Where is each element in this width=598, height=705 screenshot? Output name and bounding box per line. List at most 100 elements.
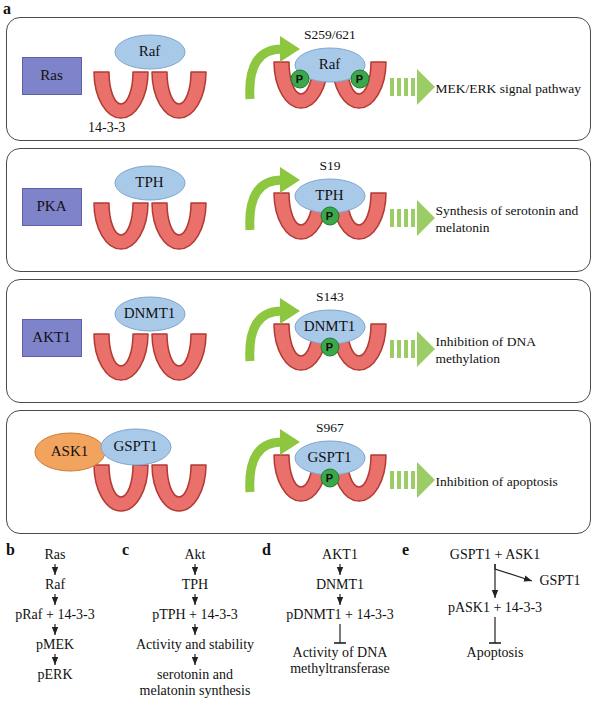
protein-shape: [115, 166, 185, 200]
flow-arrow: [194, 564, 195, 575]
flow-step: Ras: [5, 547, 105, 563]
step-text: Akt: [120, 547, 270, 563]
step-text: pTPH + 14-3-3: [120, 607, 270, 623]
text-holder: P: [320, 206, 340, 226]
text-holder: Raf: [5, 577, 105, 593]
flow-arrow: [194, 594, 195, 605]
kinase-name: PKA: [36, 198, 66, 215]
text-holder: Inhibition of DNA methylation: [436, 325, 584, 375]
flow-step: pTPH + 14-3-3: [120, 607, 270, 623]
protein-name: DNMT1: [124, 305, 176, 322]
protein-name: TPH: [315, 187, 343, 204]
protein-ellipse: TPH: [114, 165, 186, 201]
text-holder: PKA: [23, 189, 81, 225]
flow-arrow: [339, 594, 340, 605]
protein-ellipse: Raf: [114, 34, 186, 70]
protein-name: Raf: [139, 43, 161, 60]
protein-shape: [101, 429, 171, 465]
site-label: S259/621: [270, 27, 390, 43]
text-holder: Akt: [120, 547, 270, 563]
protein-name: Raf: [319, 56, 341, 73]
text-holder: ASK1: [34, 432, 106, 472]
protein-shape: [115, 35, 185, 69]
flow-arrow: [339, 564, 340, 575]
text-holder: pDNMT1 + 14-3-3: [265, 607, 415, 623]
text-holder: Ras: [23, 58, 81, 94]
text-holder: P: [350, 69, 370, 89]
protein-name: GSPT1: [307, 449, 351, 466]
text-holder: TPH: [120, 577, 270, 593]
step-text: TPH: [120, 577, 270, 593]
step-text: Raf: [5, 577, 105, 593]
pathway-outcome: Synthesis of serotonin and melatonin: [436, 202, 584, 236]
text-holder: AKT1: [23, 320, 81, 356]
step-text: Activity of DNA methyltransferase: [280, 645, 400, 677]
text-holder: pMEK: [5, 637, 105, 653]
kinase-name: Ras: [40, 67, 63, 84]
text-holder: pTPH + 14-3-3: [120, 607, 270, 623]
flow-arrow: [194, 654, 195, 665]
inhibition-connector: [494, 617, 495, 643]
flow-step: Activity and stability: [120, 637, 270, 653]
step-text: pRaf + 14-3-3: [5, 607, 105, 623]
phospho-shape: [321, 207, 339, 225]
text-holder: GSPT1: [534, 573, 586, 589]
phospho-circle: P: [290, 69, 310, 89]
kinase-box: Ras: [22, 57, 82, 95]
site-label: S143: [270, 289, 390, 305]
protein-label: 14-3-3: [88, 120, 148, 136]
step-text: DNMT1: [265, 577, 415, 593]
protein-ellipse: GSPT1: [100, 428, 172, 466]
flow-step: pERK: [5, 667, 105, 683]
phospho-mark: P: [326, 210, 333, 222]
phospho-mark: P: [326, 472, 333, 484]
text-holder: pASK1 + 14-3-3: [435, 600, 555, 616]
text-holder: Raf: [114, 34, 186, 70]
text-holder: Ras: [5, 547, 105, 563]
flow-arrow: [54, 654, 55, 665]
text-holder: Synthesis of serotonin and melatonin: [436, 194, 584, 244]
text-holder: AKT1: [265, 547, 415, 563]
text-holder: P: [290, 69, 310, 89]
pathway-panel: Inhibition of apoptosisASK1GSPT1GSPT1P: [6, 410, 591, 534]
protein-ellipse: ASK1: [34, 432, 106, 472]
phospho-mark: P: [326, 341, 333, 353]
panel-letter: e: [402, 541, 422, 559]
flow-step: Apoptosis: [450, 645, 540, 661]
step-text: pMEK: [5, 637, 105, 653]
flow-step: serotonin and melatonin synthesis: [131, 667, 259, 699]
panel-letter: d: [262, 541, 282, 559]
step-text: Ras: [5, 547, 105, 563]
flow-step: pASK1 + 14-3-3: [435, 600, 555, 616]
protein-name: TPH: [135, 174, 163, 191]
step-text: AKT1: [265, 547, 415, 563]
text-holder: pRaf + 14-3-3: [5, 607, 105, 623]
kinase-name: AKT1: [32, 329, 70, 346]
phospho-circle: P: [320, 206, 340, 226]
flow-arrow: [54, 594, 55, 605]
pathway-panel: Inhibition of DNA methylationAKT1DNMT1DN…: [6, 279, 591, 403]
protein-name: DNMT1: [304, 318, 356, 335]
phospho-mark: P: [356, 73, 363, 85]
kinase-box: PKA: [22, 188, 82, 226]
site-label: S19: [270, 158, 390, 174]
row-artwork: [94, 298, 435, 380]
phospho-shape: [321, 469, 339, 487]
phospho-shape: [291, 70, 309, 88]
step-text: GSPT1 + ASK1: [440, 547, 550, 563]
panel-letter: b: [6, 541, 26, 559]
pathway-panel: Synthesis of serotonin and melatonin PKA T…: [6, 148, 591, 272]
row-artwork: [94, 36, 435, 118]
row-artwork: [94, 429, 435, 511]
flow-arrow: [54, 624, 55, 635]
flow-step: AKT1: [265, 547, 415, 563]
flow-step: pDNMT1 + 14-3-3: [265, 607, 415, 623]
text-holder: GSPT1 + ASK1: [440, 547, 550, 563]
panel-letter: c: [122, 541, 142, 559]
phospho-shape: [351, 70, 369, 88]
text-holder: serotonin and melatonin synthesis: [131, 667, 259, 699]
protein-shape: [35, 433, 105, 471]
